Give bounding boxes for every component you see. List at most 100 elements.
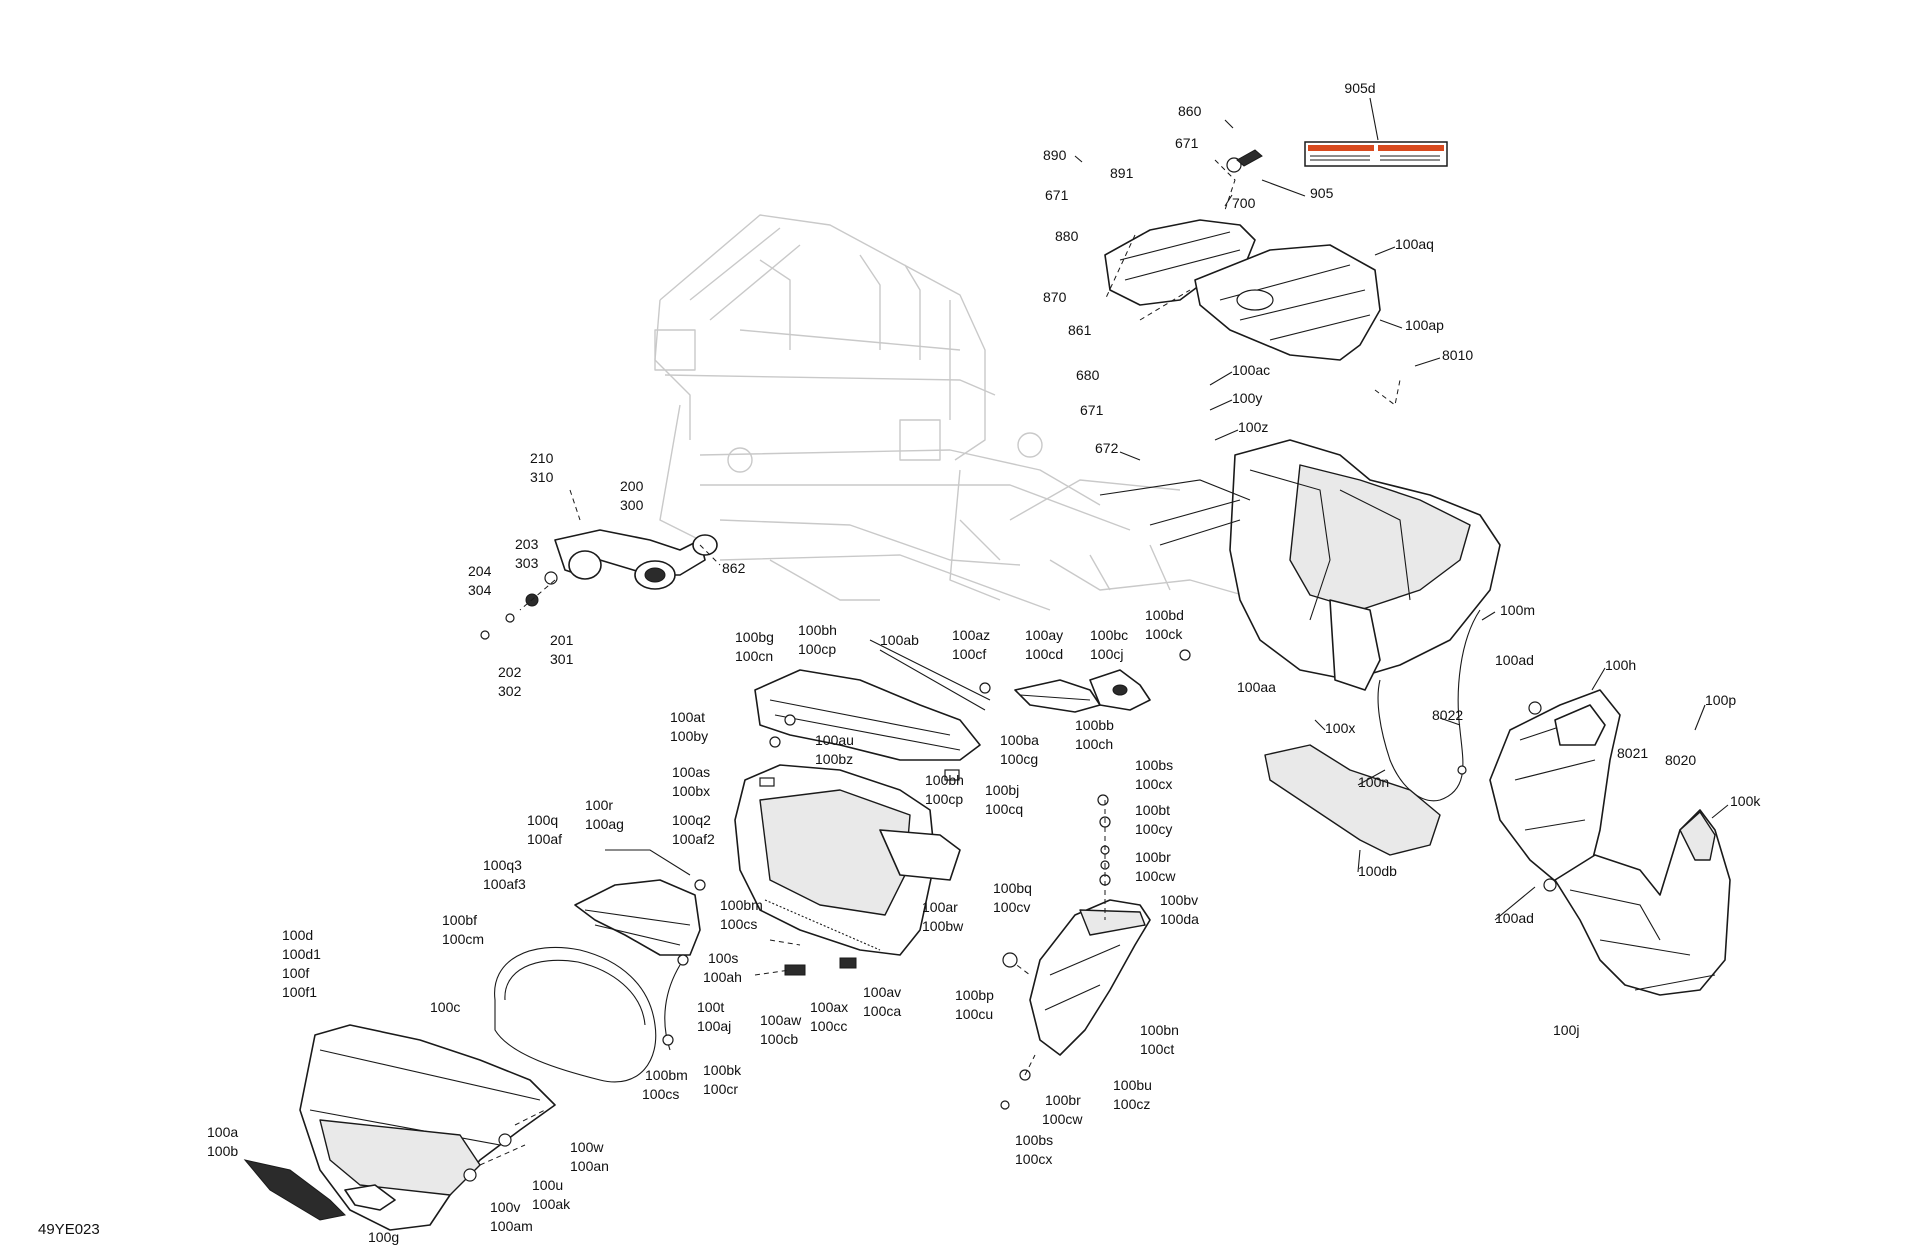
callout-300: 300 <box>620 497 644 513</box>
callout-100cg: 100cg <box>1000 751 1038 767</box>
callout-100j: 100j <box>1553 1022 1579 1038</box>
callout-671: 671 <box>1175 135 1199 151</box>
callout-100q2: 100q2 <box>672 812 711 828</box>
callout-100am: 100am <box>490 1218 533 1234</box>
callout-100ar: 100ar <box>922 899 958 915</box>
callout-100au: 100au <box>815 732 854 748</box>
callout-100r: 100r <box>585 797 613 813</box>
callout-100bt: 100bt <box>1135 802 1170 818</box>
callout-100h: 100h <box>1605 657 1636 673</box>
callout-100bm: 100bm <box>645 1067 688 1083</box>
callout-100bz: 100bz <box>815 751 853 767</box>
floor-mat <box>1264 744 1441 856</box>
callout-100bd: 100bd <box>1145 607 1184 623</box>
callout-100ay: 100ay <box>1025 627 1063 643</box>
callout-201: 201 <box>550 632 574 648</box>
callout-100db: 100db <box>1358 863 1397 879</box>
callout-labels: 905d 860 671 890 891 671 700 905 880 100… <box>207 80 1761 1245</box>
callout-100bh: 100bh <box>925 772 964 788</box>
callout-100cr: 100cr <box>703 1081 738 1097</box>
callout-8021: 8021 <box>1617 745 1648 761</box>
callout-860: 860 <box>1178 103 1202 119</box>
callout-8022: 8022 <box>1432 707 1463 723</box>
callout-100b: 100b <box>207 1143 238 1159</box>
callout-100d1: 100d1 <box>282 946 321 962</box>
callout-100cx: 100cx <box>1015 1151 1052 1167</box>
callout-880: 880 <box>1055 228 1079 244</box>
callout-100bc: 100bc <box>1090 627 1128 643</box>
callout-100bs: 100bs <box>1015 1132 1053 1148</box>
callout-304: 304 <box>468 582 492 598</box>
callout-100cs: 100cs <box>720 916 757 932</box>
callout-100q: 100q <box>527 812 558 828</box>
saddlebag-body <box>734 714 1031 976</box>
callout-671: 671 <box>1045 187 1069 203</box>
callout-100cq: 100cq <box>985 801 1023 817</box>
callout-100cj: 100cj <box>1090 646 1123 662</box>
callout-672: 672 <box>1095 440 1119 456</box>
inner-panel-100q <box>574 849 706 956</box>
callout-100ax: 100ax <box>810 999 848 1015</box>
callout-100w: 100w <box>570 1139 604 1155</box>
callout-202: 202 <box>498 664 522 680</box>
callout-100bv: 100bv <box>1160 892 1198 908</box>
callout-100bm: 100bm <box>720 897 763 913</box>
callout-100cz: 100cz <box>1113 1096 1150 1112</box>
top-cover-100bg <box>754 639 991 761</box>
callout-8010: 8010 <box>1442 347 1473 363</box>
callout-100aa: 100aa <box>1237 679 1276 695</box>
callout-302: 302 <box>498 683 522 699</box>
callout-100br: 100br <box>1045 1092 1081 1108</box>
callout-100aw: 100aw <box>760 1012 802 1028</box>
callout-100d: 100d <box>282 927 313 943</box>
callout-100cx: 100cx <box>1135 776 1172 792</box>
callout-100cf: 100cf <box>952 646 986 662</box>
callout-204: 204 <box>468 563 492 579</box>
callout-100p: 100p <box>1705 692 1736 708</box>
callout-100bg: 100bg <box>735 629 774 645</box>
callout-100bh: 100bh <box>798 622 837 638</box>
callout-100bp: 100bp <box>955 987 994 1003</box>
callout-100br: 100br <box>1135 849 1171 865</box>
callout-100cb: 100cb <box>760 1031 798 1047</box>
callout-100t: 100t <box>697 999 724 1015</box>
callout-100aj: 100aj <box>697 1018 731 1034</box>
callout-100at: 100at <box>670 709 705 725</box>
callout-100ak: 100ak <box>532 1196 571 1212</box>
callout-700: 700 <box>1232 195 1256 211</box>
lid-100d <box>243 1024 556 1231</box>
callout-100ct: 100ct <box>1140 1041 1174 1057</box>
callout-100z: 100z <box>1238 419 1268 435</box>
callout-100bk: 100bk <box>703 1062 742 1078</box>
callout-100an: 100an <box>570 1158 609 1174</box>
callout-100ap: 100ap <box>1405 317 1444 333</box>
side-panel-right <box>1489 689 1621 892</box>
callout-671: 671 <box>1080 402 1104 418</box>
footrest-arm <box>480 489 721 640</box>
callout-100cs: 100cs <box>642 1086 679 1102</box>
callout-870: 870 <box>1043 289 1067 305</box>
seal-100bf <box>494 946 657 1083</box>
callout-100af3: 100af3 <box>483 876 526 892</box>
callout-100a: 100a <box>207 1124 238 1140</box>
warning-decal <box>1304 141 1448 167</box>
callout-100cu: 100cu <box>955 1006 993 1022</box>
cable-harness <box>1377 609 1481 802</box>
callout-100af: 100af <box>527 831 562 847</box>
callout-100av: 100av <box>863 984 901 1000</box>
callout-100cw: 100cw <box>1042 1111 1083 1127</box>
callout-100v: 100v <box>490 1199 520 1215</box>
callout-100bw: 100bw <box>922 918 964 934</box>
callout-100ag: 100ag <box>585 816 624 832</box>
hinge-100t <box>662 954 857 1051</box>
callout-100ab: 100ab <box>880 632 919 648</box>
callout-100bb: 100bb <box>1075 717 1114 733</box>
callout-100ba: 100ba <box>1000 732 1039 748</box>
callout-100cv: 100cv <box>993 899 1030 915</box>
callout-100n: 100n <box>1358 774 1389 790</box>
callout-100ad: 100ad <box>1495 652 1534 668</box>
callout-100cd: 100cd <box>1025 646 1063 662</box>
callout-100cp: 100cp <box>798 641 836 657</box>
callout-100bj: 100bj <box>985 782 1019 798</box>
